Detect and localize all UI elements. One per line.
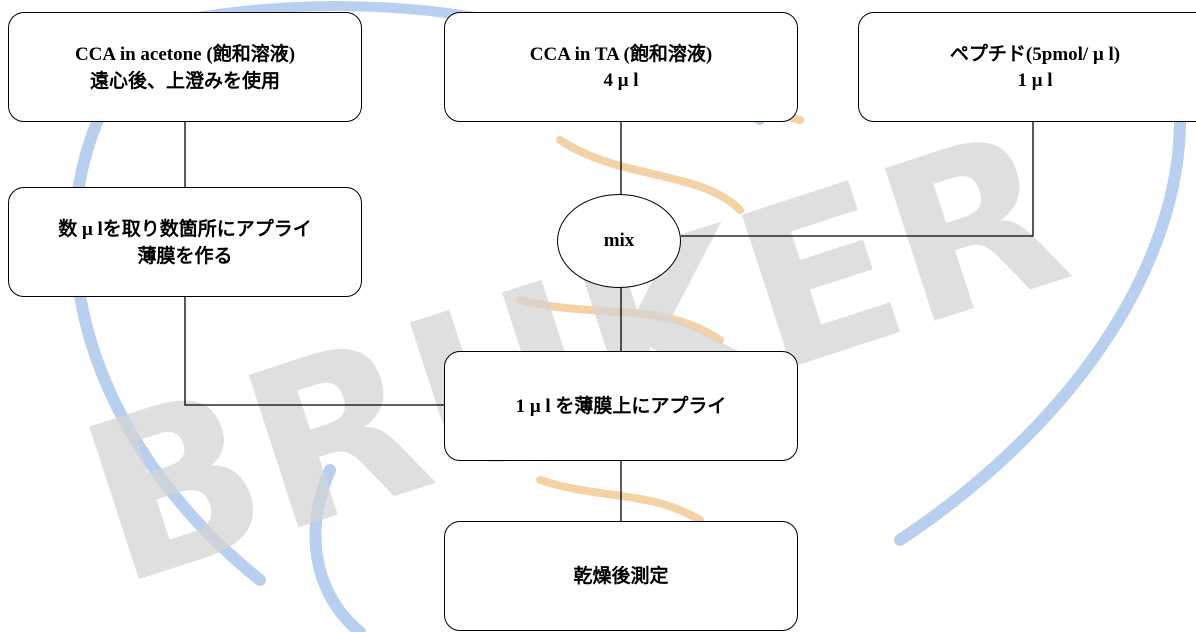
node-thin-film-line1: 数 μ lを取り数箇所にアプライ <box>58 216 312 243</box>
node-measure-after-drying: 乾燥後測定 <box>444 521 798 631</box>
node-peptide-line2: 1 μ l <box>1017 69 1053 91</box>
node-mix: mix <box>557 194 681 288</box>
node-cca-in-ta: CCA in TA (飽和溶液) 4 μ l <box>444 12 798 122</box>
node-peptide-line1: ペプチド(5pmol/ μ l) <box>950 41 1120 68</box>
node-thin-film-line1-jp-b: を取り数箇所にアプライ <box>102 217 312 240</box>
node-apply-line: 1 μ l を薄膜上にアプライ <box>516 393 727 420</box>
node-cca-acetone-line1-end: ) <box>288 43 296 65</box>
node-cca-ta-line1: CCA in TA (飽和溶液) <box>530 41 712 68</box>
node-cca-ta-line1-latin: CCA in TA ( <box>529 43 630 65</box>
watermark-arc-right <box>894 114 1186 546</box>
node-thin-film-line2: 薄膜を作る <box>137 244 233 267</box>
connector-thinfilm-to-apply <box>184 297 444 406</box>
node-peptide-line1-jp: ペプチド <box>949 42 1026 65</box>
node-peptide-line1-latin: (5pmol/ μ l) <box>1025 43 1121 65</box>
node-mix-label: mix <box>603 230 635 251</box>
node-cca-acetone-line2: 遠心後、上澄みを使用 <box>89 69 280 92</box>
node-apply-latin: 1 μ l <box>515 395 556 417</box>
node-thin-film: 数 μ lを取り数箇所にアプライ 薄膜を作る <box>8 187 362 297</box>
node-measure-label: 乾燥後測定 <box>573 565 669 587</box>
node-thin-film-line1-latin: μ l <box>77 218 103 240</box>
node-cca-acetone-line1-jp: 飽和溶液 <box>212 42 289 65</box>
node-apply-on-film: 1 μ l を薄膜上にアプライ <box>444 351 798 461</box>
node-thin-film-line1-jp-a: 数 <box>58 217 78 240</box>
node-cca-ta-line2: 4 μ l <box>603 69 639 91</box>
node-cca-ta-line1-end: ) <box>705 43 713 65</box>
node-peptide: ペプチド(5pmol/ μ l) 1 μ l <box>858 12 1196 122</box>
watermark-helix-3 <box>536 476 704 524</box>
node-cca-ta-line1-jp: 飽和溶液 <box>629 42 706 65</box>
node-cca-acetone-line1-latin: CCA in acetone ( <box>74 43 213 65</box>
watermark-helix-2 <box>516 296 724 344</box>
node-cca-acetone-line1: CCA in acetone (飽和溶液) <box>75 41 295 68</box>
connector-peptide-to-mix <box>681 122 1034 237</box>
watermark-arc-lower <box>309 464 366 632</box>
node-apply-jp: を薄膜上にアプライ <box>555 394 727 417</box>
node-cca-in-acetone: CCA in acetone (飽和溶液) 遠心後、上澄みを使用 <box>8 12 362 122</box>
